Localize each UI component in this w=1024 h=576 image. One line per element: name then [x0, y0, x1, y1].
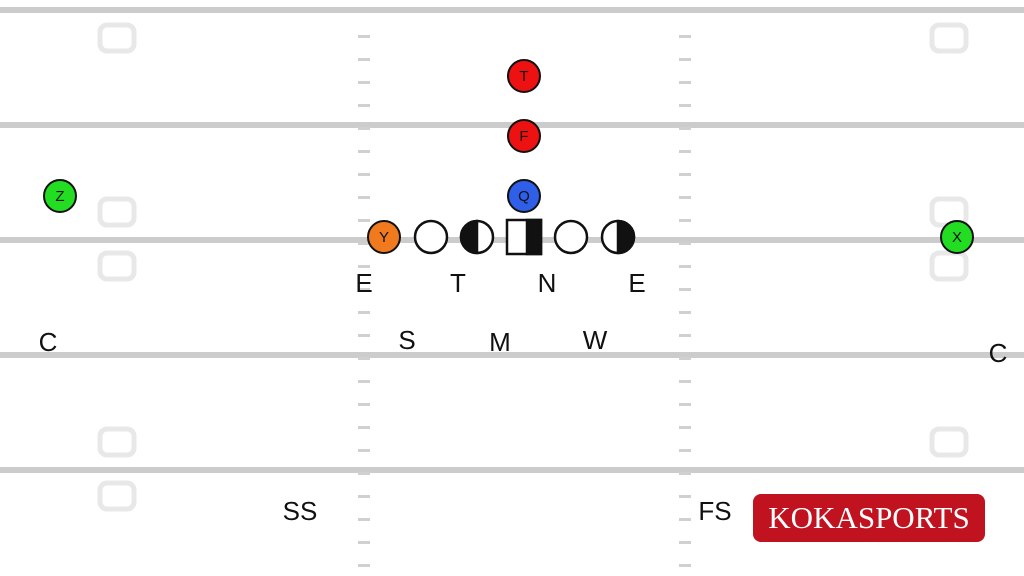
- hash-mark: [679, 81, 691, 84]
- yard-number-box: [97, 22, 137, 54]
- hash-mark: [679, 265, 691, 268]
- kokasports-logo: KOKASPORTS: [753, 494, 985, 542]
- yard-number-box: [97, 426, 137, 458]
- hash-mark: [679, 564, 691, 567]
- hash-mark: [679, 449, 691, 452]
- hash-mark: [358, 495, 370, 498]
- hash-mark: [358, 518, 370, 521]
- hash-mark: [679, 495, 691, 498]
- yard-line: [0, 467, 1024, 473]
- offensive-line: [413, 218, 636, 256]
- hash-mark: [358, 311, 370, 314]
- hash-mark: [358, 541, 370, 544]
- hash-mark: [358, 564, 370, 567]
- svg-text:X: X: [952, 229, 962, 246]
- hash-mark: [679, 518, 691, 521]
- hash-mark: [358, 242, 370, 245]
- hash-mark: [358, 81, 370, 84]
- center: [505, 218, 543, 256]
- linebacker-sam: S: [398, 325, 416, 355]
- yard-number-box: [97, 480, 137, 512]
- hash-mark: [679, 242, 691, 245]
- player-x: X: [940, 220, 974, 254]
- yard-number-box: [929, 426, 969, 458]
- hash-mark: [358, 380, 370, 383]
- hash-mark: [358, 334, 370, 337]
- hash-mark: [679, 357, 691, 360]
- hash-mark: [679, 472, 691, 475]
- player-t: T: [507, 59, 541, 93]
- tackle-left: [413, 219, 449, 255]
- guard-right: [553, 219, 589, 255]
- hash-mark: [358, 265, 370, 268]
- hash-mark: [679, 150, 691, 153]
- player-z: Z: [43, 179, 77, 213]
- hash-mark: [358, 357, 370, 360]
- hash-mark: [679, 173, 691, 176]
- defender-end-right: E: [628, 268, 646, 298]
- linebacker-will: W: [582, 325, 608, 355]
- yard-line: [0, 7, 1024, 13]
- yard-number-box: [929, 22, 969, 54]
- defender-nose: N: [537, 268, 557, 298]
- hash-mark: [358, 173, 370, 176]
- yard-number-box: [97, 196, 137, 228]
- hash-mark: [358, 58, 370, 61]
- player-q: Q: [507, 179, 541, 213]
- hash-mark: [679, 426, 691, 429]
- hash-mark: [358, 127, 370, 130]
- hash-mark: [679, 334, 691, 337]
- hash-mark: [679, 403, 691, 406]
- hash-mark: [679, 104, 691, 107]
- hash-mark: [358, 219, 370, 222]
- logo-text: KOKASPORTS: [768, 500, 970, 535]
- svg-text:Z: Z: [55, 188, 64, 205]
- yard-number-box: [97, 250, 137, 282]
- hash-mark: [358, 35, 370, 38]
- yard-number-boxes: [97, 22, 969, 512]
- hash-mark: [679, 35, 691, 38]
- hash-mark: [358, 449, 370, 452]
- svg-text:T: T: [519, 68, 528, 85]
- hash-mark: [358, 472, 370, 475]
- hash-mark: [358, 403, 370, 406]
- hash-mark: [679, 58, 691, 61]
- yard-number-box: [929, 250, 969, 282]
- svg-text:F: F: [519, 128, 528, 145]
- player-f: F: [507, 119, 541, 153]
- corner-right: C: [988, 338, 1008, 368]
- hash-mark: [679, 196, 691, 199]
- guard-left: [459, 219, 495, 255]
- hash-marks: [358, 35, 691, 567]
- yard-line: [0, 352, 1024, 358]
- hash-mark: [358, 426, 370, 429]
- hash-mark: [679, 541, 691, 544]
- corner-left: C: [38, 327, 58, 357]
- hash-mark: [358, 288, 370, 291]
- hash-mark: [679, 219, 691, 222]
- hash-mark: [358, 150, 370, 153]
- hash-mark: [358, 104, 370, 107]
- tackle-right: [600, 219, 636, 255]
- safety-free: FS: [698, 496, 732, 526]
- hash-mark: [679, 311, 691, 314]
- svg-text:Q: Q: [518, 188, 530, 205]
- defender-tackle: T: [450, 268, 466, 298]
- hash-mark: [679, 380, 691, 383]
- safety-strong: SS: [282, 496, 318, 526]
- defender-end-left: E: [355, 268, 373, 298]
- linebacker-mike: M: [489, 327, 511, 357]
- player-y: Y: [367, 220, 401, 254]
- hash-mark: [679, 127, 691, 130]
- hash-mark: [358, 196, 370, 199]
- hash-mark: [679, 288, 691, 291]
- svg-text:Y: Y: [379, 229, 389, 246]
